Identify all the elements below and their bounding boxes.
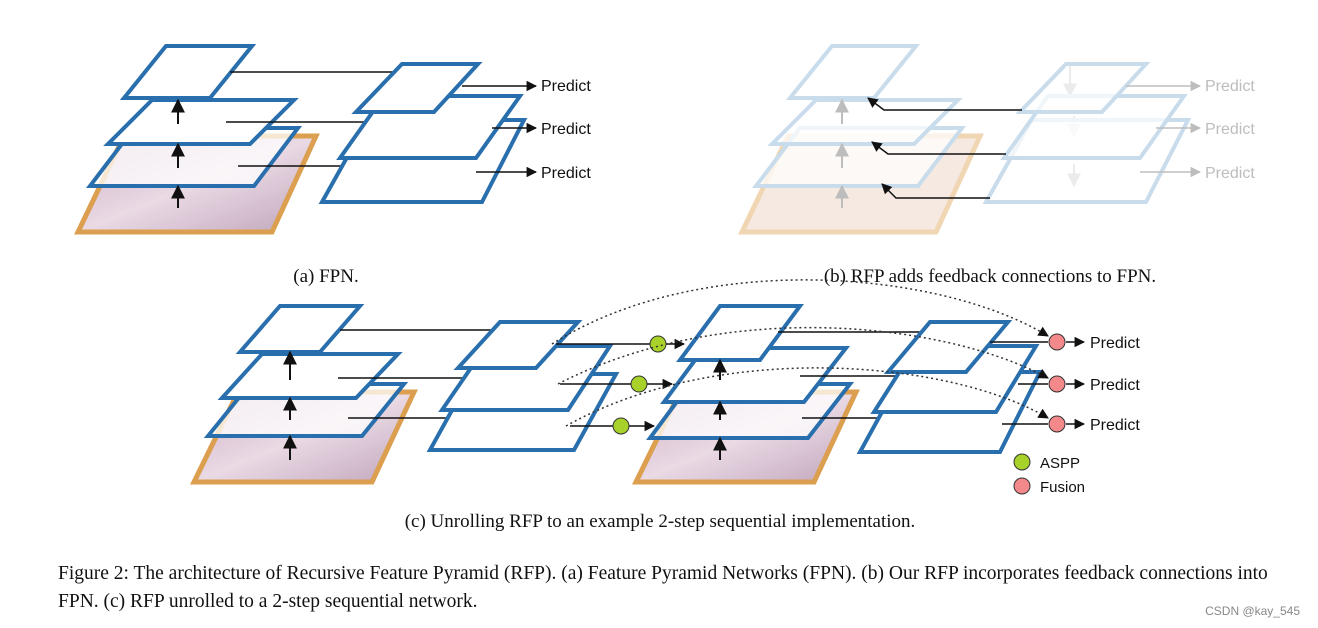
aspp-node bbox=[612, 417, 630, 435]
aspp-node bbox=[649, 335, 667, 353]
legend: ASPP Fusion bbox=[1013, 453, 1085, 496]
panel-b-rfp: Predict Predict Predict (b) RFP adds fee… bbox=[738, 44, 1255, 287]
predict-label: Predict bbox=[1090, 377, 1140, 394]
predict-arrows-a bbox=[462, 80, 538, 178]
legend-fusion-swatch bbox=[1013, 477, 1031, 495]
predict-arrows-c bbox=[1066, 336, 1086, 430]
caption-b: (b) RFP adds feedback connections to FPN… bbox=[824, 266, 1156, 287]
feedback-connections bbox=[867, 97, 1022, 199]
faded-predict-arrows bbox=[1126, 80, 1202, 178]
predict-label: Predict bbox=[1205, 121, 1255, 138]
backbone-layer-3 bbox=[676, 304, 804, 362]
aspp-node bbox=[630, 375, 648, 393]
predict-label: Predict bbox=[541, 165, 591, 182]
backbone-layer-2 bbox=[217, 352, 403, 400]
predict-label: Predict bbox=[541, 78, 591, 95]
predict-label: Predict bbox=[541, 121, 591, 138]
aspp-connections bbox=[556, 338, 686, 432]
fpn-layer-3 bbox=[883, 320, 1013, 374]
panel-c-unrolled: Predict Predict Predict ASPP Fusion (c) … bbox=[189, 279, 1140, 532]
predict-label: Predict bbox=[1090, 417, 1140, 434]
fpn-layer-3 bbox=[1015, 62, 1151, 114]
caption-a: (a) FPN. bbox=[293, 266, 358, 287]
fpn-layer-3 bbox=[351, 62, 483, 114]
legend-fusion-label: Fusion bbox=[1040, 479, 1085, 496]
backbone-layer-3 bbox=[235, 304, 365, 354]
fusion-connections bbox=[990, 341, 1048, 425]
legend-aspp-swatch bbox=[1013, 453, 1031, 471]
fpn-layer-3 bbox=[453, 320, 583, 370]
backbone-layer-2 bbox=[103, 98, 299, 146]
predict-label: Predict bbox=[1090, 335, 1140, 352]
figure-caption: Figure 2: The architecture of Recursive … bbox=[58, 563, 1268, 612]
watermark: CSDN @kay_545 bbox=[1205, 604, 1300, 618]
fusion-node bbox=[1048, 333, 1066, 351]
backbone-layer-3 bbox=[785, 44, 921, 100]
backbone-layer-2 bbox=[767, 98, 963, 146]
fusion-node bbox=[1048, 415, 1066, 433]
predict-label: Predict bbox=[1205, 78, 1255, 95]
legend-aspp-label: ASPP bbox=[1040, 455, 1080, 472]
panel-a-fpn: Predict Predict Predict (a) FPN. bbox=[74, 44, 591, 287]
backbone-layer-3 bbox=[119, 44, 257, 100]
fusion-node bbox=[1048, 375, 1066, 393]
skip-connections bbox=[551, 279, 1049, 427]
predict-label: Predict bbox=[1205, 165, 1255, 182]
caption-c: (c) Unrolling RFP to an example 2-step s… bbox=[405, 511, 916, 532]
